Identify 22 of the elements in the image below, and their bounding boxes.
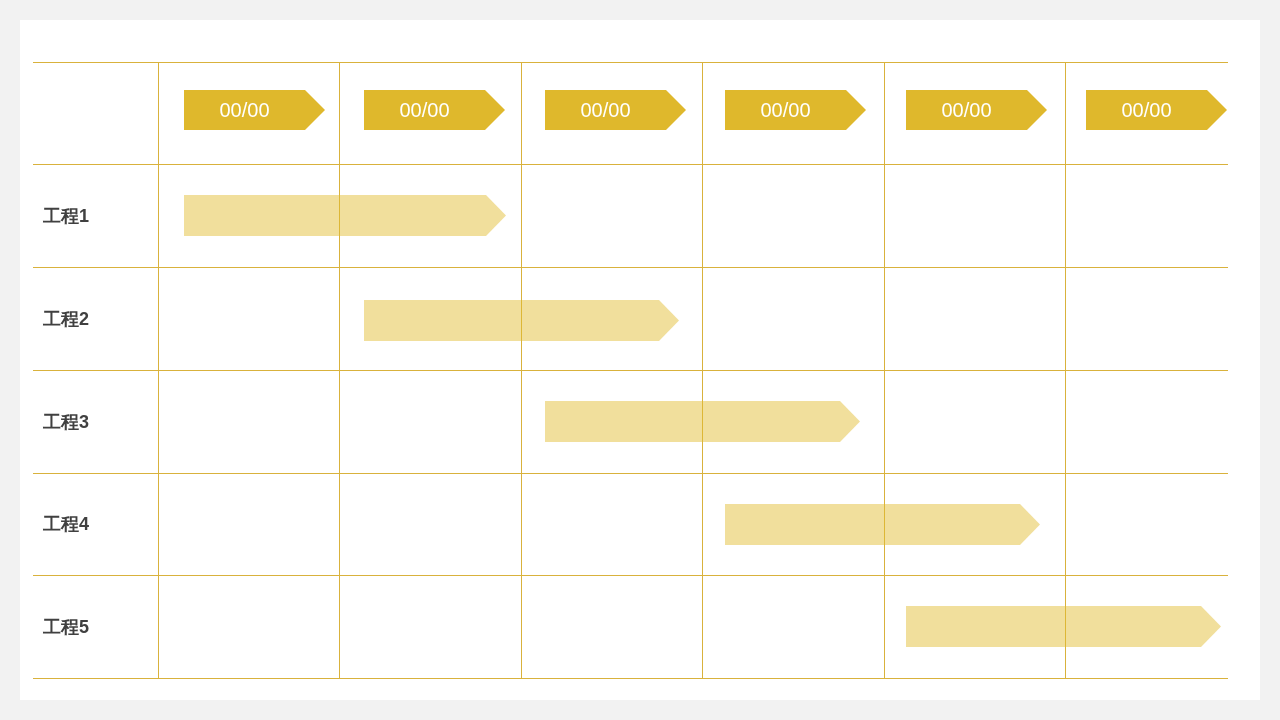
date-arrow-tag (184, 90, 325, 130)
date-arrow-tag (906, 90, 1047, 130)
gantt-arrow-bar (184, 195, 506, 236)
row-label: 工程2 (43, 309, 89, 328)
date-text: 00/00 (399, 100, 450, 120)
date-text: 00/00 (580, 100, 631, 120)
row-label: 工程1 (43, 206, 89, 225)
date-text: 00/00 (760, 100, 811, 120)
row-label: 工程3 (43, 412, 89, 431)
gantt-arrow-bar (545, 401, 860, 442)
gantt-arrow-bar (725, 504, 1040, 545)
gantt-arrow-bar (906, 606, 1221, 647)
date-arrow-tag (364, 90, 505, 130)
date-arrow-tag (1086, 90, 1227, 130)
gantt-arrow-bar (364, 300, 679, 341)
row-label: 工程5 (43, 617, 89, 636)
date-arrow-tag (725, 90, 866, 130)
date-text: 00/00 (1121, 100, 1172, 120)
row-label: 工程4 (43, 515, 89, 533)
date-text: 00/00 (941, 100, 992, 120)
date-text: 00/00 (219, 100, 270, 120)
date-arrow-tag (545, 90, 686, 130)
